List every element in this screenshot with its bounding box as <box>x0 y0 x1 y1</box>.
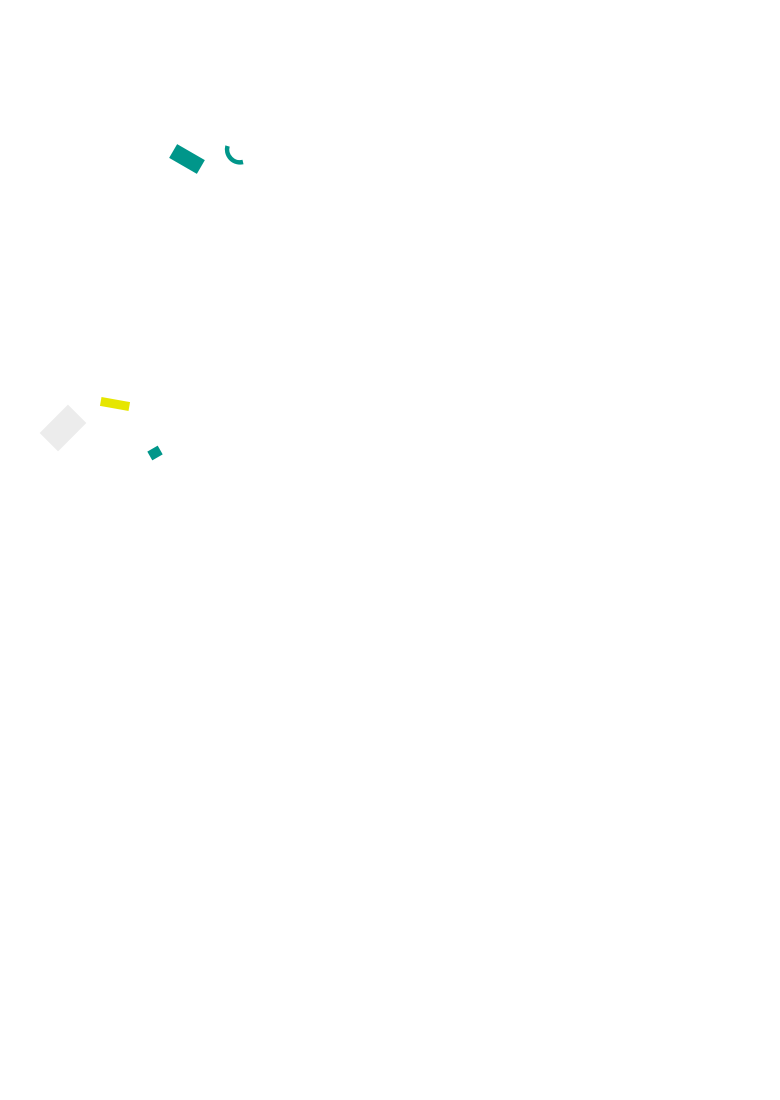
yellow-bar-shape <box>99 397 131 411</box>
gray-rectangle-shape <box>39 404 87 452</box>
teal-arc-shape <box>224 145 244 165</box>
teal-rectangle-shape <box>169 144 205 174</box>
teal-small-square-shape <box>147 445 163 461</box>
